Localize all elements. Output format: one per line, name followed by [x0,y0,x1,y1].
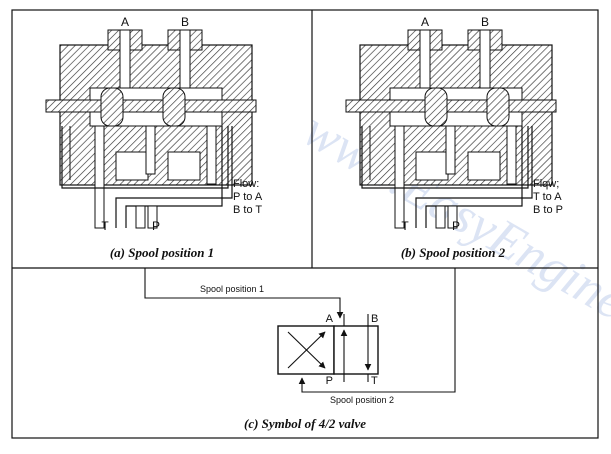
symbol-port-p: P [326,375,333,387]
symbol-port-a: A [326,313,334,325]
pilot-line-bottom [298,268,456,393]
flow-line-2: B to T [233,204,262,216]
symbol-port-t: T [371,375,378,387]
outer-frame [11,9,599,439]
spool-land-1 [100,87,124,127]
caption-b: (b) Spool position 2 [401,245,506,260]
port-a-label: A [121,15,129,29]
caption-a: (a) Spool position 1 [110,245,214,260]
panel-a: A B T P Flow: P to A B to T (a) Spool po… [45,15,263,260]
pilot-line-top [144,268,344,319]
port-b-label: B [181,15,189,29]
spool-rod [345,99,557,113]
flow-title: Flow: [233,178,259,190]
flow-line-1: T to A [533,191,562,203]
caption-c: (c) Symbol of 4/2 valve [244,416,366,431]
symbol-port-b: B [371,313,378,325]
flow-line-2: B to P [533,204,563,216]
panel-c: Spool position 1 Spool position 2 A B P … [144,268,456,431]
port-p-label: P [152,219,160,233]
envelope-parallel [333,325,379,375]
spool-land-2 [162,87,186,127]
spool-land-2 [486,87,510,127]
flow-line-1: P to A [233,191,263,203]
port-b-label: B [481,15,489,29]
port-p-label: P [452,219,460,233]
pilot-label-top: Spool position 1 [200,284,264,294]
port-a-label: A [421,15,429,29]
panel-b: A B T P Flqw; T to A B to P (b) Spool po… [345,15,563,260]
port-t-label: T [401,219,409,233]
port-t-label: T [101,219,109,233]
spool-land-1 [424,87,448,127]
flow-title: Flqw; [533,178,559,190]
spool-rod [45,99,257,113]
pilot-label-bottom: Spool position 2 [330,395,394,405]
cross-arrow-2 [287,331,326,369]
